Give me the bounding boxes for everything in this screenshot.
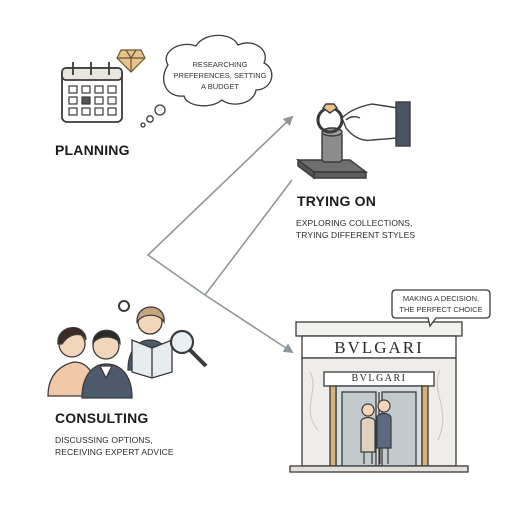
arrow-branch xyxy=(204,179,293,296)
thought-bubble xyxy=(140,34,273,128)
calendar-icon xyxy=(61,62,123,123)
consultant-illustration xyxy=(118,300,173,379)
trying-on-desc-line-1: EXPLORING COLLECTIONS, xyxy=(296,218,413,228)
arrow-to-store xyxy=(204,294,294,354)
ring-display-icon xyxy=(295,103,369,180)
stage-title-trying-on: TRYING ON xyxy=(297,193,377,209)
decision-bubble-text-2: THE PERFECT CHOICE xyxy=(399,305,483,314)
store-facade xyxy=(289,321,469,473)
stage-title-planning: PLANNING xyxy=(55,142,130,158)
hand-icon xyxy=(341,101,411,147)
consulting-desc-line-2: RECEIVING EXPERT ADVICE xyxy=(55,447,174,457)
stage-title-consulting: CONSULTING xyxy=(55,410,149,426)
store-sign-door: BVLGARI xyxy=(351,373,407,384)
diamond-icon xyxy=(116,49,146,73)
decision-bubble-text-1: MAKING A DECISION, xyxy=(402,294,480,303)
trying-on-desc-line-2: TRYING DIFFERENT STYLES xyxy=(296,230,416,240)
flow-arrows xyxy=(146,115,294,354)
thought-bubble-text-3: A BUDGET xyxy=(201,82,239,91)
store-sign-top: BVLGARI xyxy=(334,338,424,357)
thought-bubble-text-2: PREFERENCES, SETTING xyxy=(173,71,267,80)
arrow-to-trying-on xyxy=(146,115,294,296)
consulting-desc-line-1: DISCUSSING OPTIONS, xyxy=(55,435,153,445)
couple-illustration xyxy=(360,399,392,464)
magnifier-icon xyxy=(169,329,208,368)
decision-bubble xyxy=(391,289,491,328)
thought-bubble-text-1: RESEARCHING xyxy=(192,60,248,69)
customers-illustration xyxy=(47,327,133,399)
